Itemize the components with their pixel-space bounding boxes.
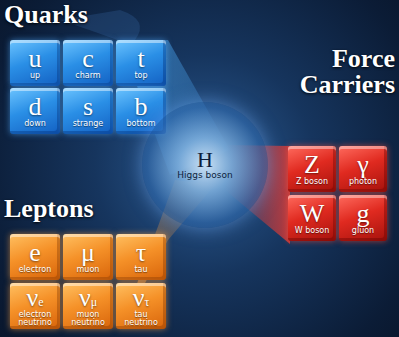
- particle-group: Leptonseelectronμmuonτtauνeelectron neut…: [4, 196, 176, 332]
- particle-symbol: b: [135, 94, 148, 120]
- particle-name: Higgs boson: [177, 171, 232, 181]
- particle-name: strange: [73, 120, 104, 128]
- particle-cube: ZZ boson: [288, 146, 336, 192]
- particle-symbol: τ: [136, 240, 146, 266]
- particle-symbol: νμ: [79, 285, 97, 311]
- particle-name: Z boson: [296, 178, 328, 186]
- particle-cube: WW boson: [288, 195, 336, 241]
- particle-cube: eelectron: [10, 234, 60, 280]
- particle-symbol: e: [29, 240, 41, 266]
- particle-cube: ggluon: [339, 195, 387, 241]
- particle-symbol: ντ: [133, 285, 150, 311]
- particle-symbol: γ: [357, 152, 369, 178]
- particle-group: Quarksuupccharmttopddownsstrangebbottom: [4, 2, 176, 138]
- particle-symbol: νe: [26, 285, 43, 311]
- particle-group: Force CarriersZZ bosonγphotonWW bosonggl…: [280, 46, 395, 244]
- particle-name: electron neutrino: [12, 311, 58, 328]
- particle-symbol: c: [82, 46, 94, 72]
- particle-symbol: W: [300, 201, 325, 227]
- particle-name: down: [24, 120, 46, 128]
- particle-symbol: μ: [81, 240, 95, 266]
- particle-name: gluon: [352, 227, 374, 235]
- particle-cube: νμmuon neutrino: [63, 283, 113, 329]
- particle-symbol: Z: [304, 152, 320, 178]
- particle-name: bottom: [127, 120, 156, 128]
- particle-name: photon: [349, 178, 377, 186]
- particle-symbol: H: [197, 149, 213, 171]
- particle-cube: ccharm: [63, 40, 113, 86]
- particle-cube: ttop: [116, 40, 166, 86]
- particle-name: W boson: [295, 227, 330, 235]
- particle-cube: τtau: [116, 234, 166, 280]
- particle-cube: ντtau neutrino: [116, 283, 166, 329]
- particle-symbol: t: [137, 46, 144, 72]
- particle-symbol: u: [29, 46, 42, 72]
- particle-name: electron: [19, 266, 52, 274]
- particle-symbol: g: [357, 201, 370, 227]
- particle-symbol: s: [83, 94, 93, 120]
- group-heading: Leptons: [4, 196, 176, 222]
- particle-cube: μmuon: [63, 234, 113, 280]
- particle-name: tau: [134, 266, 147, 274]
- particle-name: top: [134, 72, 147, 80]
- particle-cube: uup: [10, 40, 60, 86]
- higgs-sphere: HHiggs boson: [142, 102, 268, 228]
- particle-name: charm: [75, 72, 100, 80]
- particle-cube: γphoton: [339, 146, 387, 192]
- particle-symbol: d: [29, 94, 42, 120]
- group-heading: Quarks: [4, 2, 176, 28]
- particle-name: tau neutrino: [118, 311, 164, 328]
- particle-cube: νeelectron neutrino: [10, 283, 60, 329]
- particle-cube: ddown: [10, 88, 60, 134]
- particle-name: muon neutrino: [65, 311, 111, 328]
- group-heading: Force Carriers: [280, 46, 395, 98]
- particle-name: up: [30, 72, 40, 80]
- particle-cube: sstrange: [63, 88, 113, 134]
- particle-name: muon: [77, 266, 100, 274]
